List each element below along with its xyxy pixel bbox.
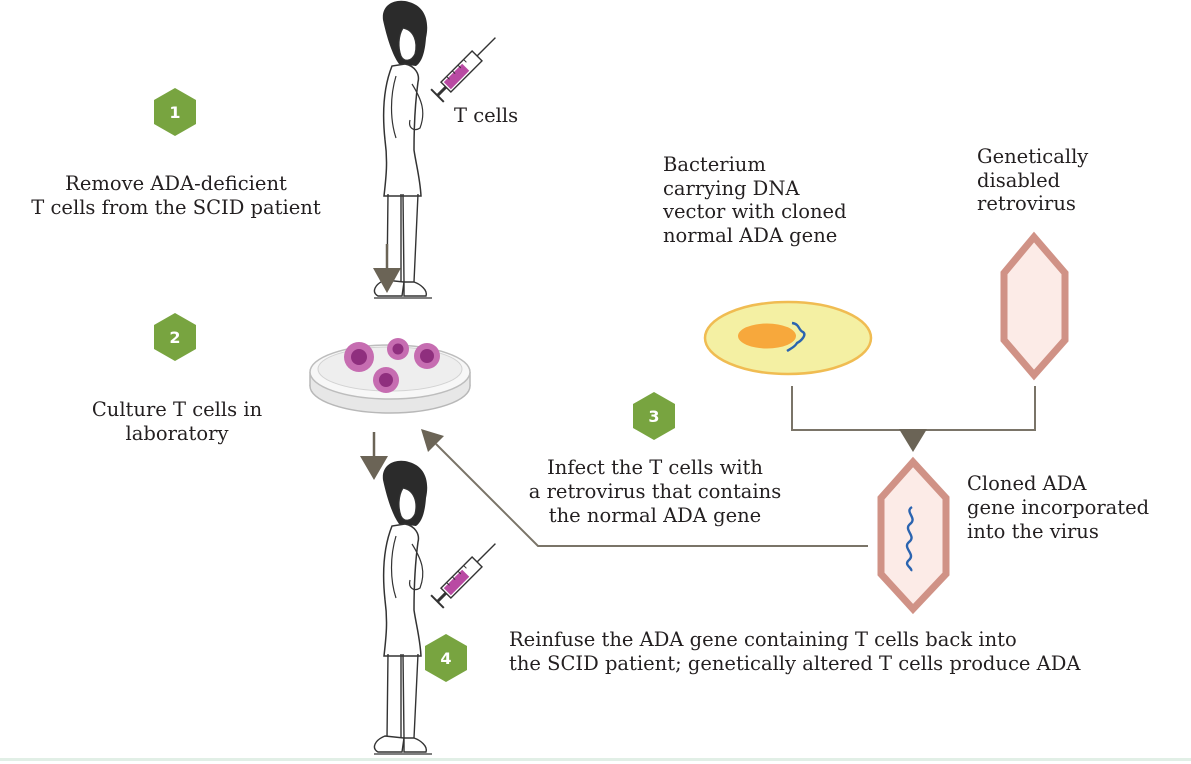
step-2-line: laboratory bbox=[125, 422, 229, 445]
culture-dish bbox=[309, 338, 471, 414]
bacterium-label-line: Bacterium bbox=[663, 153, 766, 176]
step-3-line: the normal ADA gene bbox=[548, 504, 762, 527]
cloned-virus-label: Cloned ADA gene incorporated into the vi… bbox=[967, 472, 1149, 544]
syringe-icon bbox=[430, 543, 496, 609]
bottom-rule bbox=[0, 758, 1191, 761]
bacterium-label-line: normal ADA gene bbox=[663, 223, 838, 247]
step-3-line: a retrovirus that contains bbox=[528, 480, 782, 503]
girl-figure bbox=[373, 0, 432, 299]
step-3-line: Infect the T cells with bbox=[547, 456, 763, 479]
step-badge-2: 2 bbox=[154, 313, 196, 361]
plasmid-dna bbox=[786, 321, 806, 353]
t-cell bbox=[414, 343, 440, 369]
bacterium-label-line: carrying DNA bbox=[663, 176, 800, 200]
t-cell bbox=[373, 367, 399, 393]
t-cell bbox=[344, 342, 374, 372]
connector-lines bbox=[791, 386, 1036, 452]
syringe-icon bbox=[430, 37, 496, 103]
cloned-virus-label-line: into the virus bbox=[967, 520, 1099, 543]
arrow-return bbox=[421, 429, 868, 547]
patient-figure-top bbox=[373, 0, 496, 299]
step-badge-3: 3 bbox=[633, 392, 675, 440]
t-cell bbox=[387, 338, 409, 360]
step-4-line: the SCID patient; genetically altered T … bbox=[509, 652, 1081, 675]
step-badge-4: 4 bbox=[425, 634, 467, 682]
t-cells-label: T cells bbox=[454, 104, 519, 127]
ada-gene bbox=[905, 505, 914, 572]
bacterium-label-line: vector with cloned bbox=[663, 200, 847, 223]
step-1-line: T cells from the SCID patient bbox=[31, 196, 321, 219]
step-2-text: Culture T cells in laboratory bbox=[60, 398, 294, 446]
retrovirus bbox=[1000, 231, 1069, 381]
bacterium-label: Bacterium carrying DNA vector with clone… bbox=[663, 153, 847, 247]
girl-figure bbox=[373, 460, 432, 755]
recombinant-retrovirus bbox=[877, 456, 950, 615]
step-4-line: Reinfuse the ADA gene containing T cells… bbox=[509, 628, 1017, 651]
arrow-down-2 bbox=[360, 432, 388, 480]
step-1-text: Remove ADA-deficient T cells from the SC… bbox=[0, 172, 352, 220]
step-3-text: Infect the T cells with a retrovirus tha… bbox=[505, 456, 805, 528]
retrovirus-label-line: Genetically bbox=[977, 145, 1089, 168]
retrovirus-label-line: disabled bbox=[977, 168, 1061, 192]
patient-figure-bottom bbox=[373, 460, 496, 755]
step-badge-1: 1 bbox=[154, 88, 196, 136]
step-1-line: Remove ADA-deficient bbox=[65, 172, 287, 195]
cloned-virus-label-line: gene incorporated bbox=[967, 496, 1150, 519]
bacterium bbox=[703, 300, 873, 376]
cloned-virus-label-line: Cloned ADA bbox=[967, 472, 1087, 495]
step-4-text: Reinfuse the ADA gene containing T cells… bbox=[509, 628, 1080, 676]
retrovirus-label: Genetically disabled retrovirus bbox=[977, 145, 1088, 216]
retrovirus-label-line: retrovirus bbox=[977, 192, 1076, 215]
arrow-down-1 bbox=[373, 244, 401, 293]
step-2-line: Culture T cells in bbox=[91, 398, 263, 421]
